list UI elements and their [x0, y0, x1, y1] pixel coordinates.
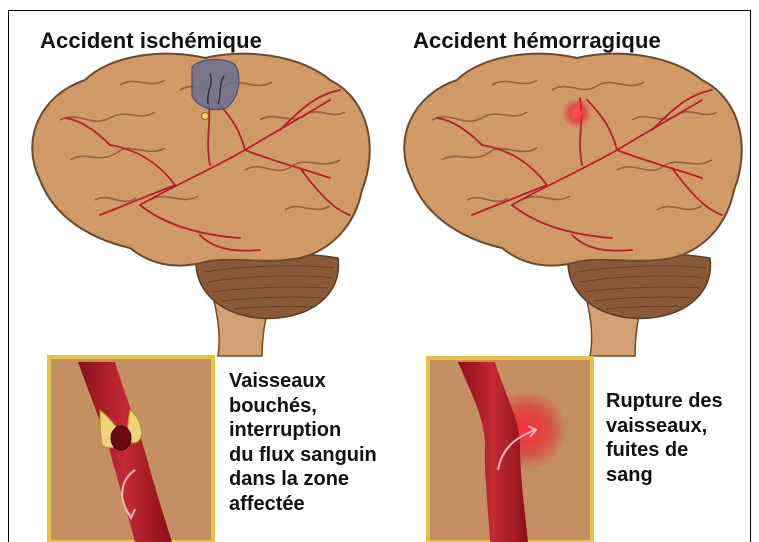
caption-line: fuites de: [606, 438, 723, 463]
caption-line: Vaisseaux: [229, 369, 377, 394]
clot-marker: [202, 113, 209, 120]
caption-line: affectée: [229, 492, 377, 517]
caption-hemorrhagic: Rupture des vaisseaux, fuites de sang: [606, 389, 723, 487]
caption-line: interruption: [229, 418, 377, 443]
blood-clot: [111, 426, 131, 450]
title-hemorrhagic-stroke: Accident hémorragique: [413, 28, 661, 54]
caption-ischemic: Vaisseaux bouchés, interruption du flux …: [229, 369, 377, 516]
caption-line: du flux sanguin: [229, 443, 377, 468]
caption-line: bouchés,: [229, 394, 377, 419]
brain-right-illustration: [404, 54, 741, 356]
inset-right-ruptured-vessel: [428, 358, 592, 542]
brain-left-illustration: [32, 54, 369, 356]
caption-line: sang: [606, 463, 723, 488]
title-ischemic-stroke: Accident ischémique: [40, 28, 262, 54]
caption-line: Rupture des: [606, 389, 723, 414]
cerebrum-right: [404, 54, 741, 266]
caption-line: vaisseaux,: [606, 414, 723, 439]
inset-left-blocked-vessel: [49, 357, 213, 542]
ischemic-zone: [192, 59, 239, 109]
hemorrhage-core: [572, 108, 582, 118]
caption-line: dans la zone: [229, 467, 377, 492]
